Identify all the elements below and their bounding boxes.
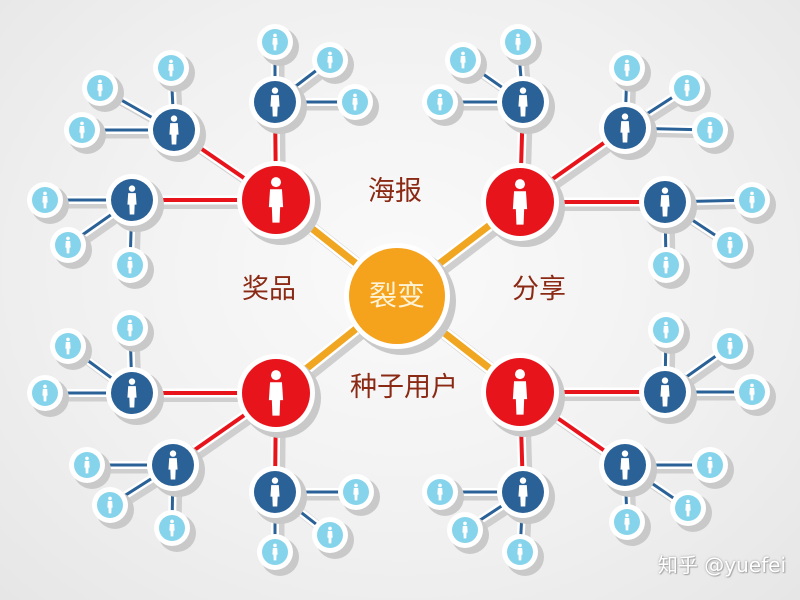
leaf-user-node: [338, 474, 380, 516]
leaf-user-node: [500, 24, 542, 66]
label-seed-users: 种子用户: [350, 372, 458, 403]
leaf-user-node: [609, 504, 651, 546]
seed-user-node: [481, 353, 565, 437]
leaf-user-node: [27, 375, 69, 417]
leaf-user-node: [734, 374, 776, 416]
leaf-user-node: [69, 447, 111, 489]
leaf-user-node: [337, 84, 379, 126]
center-node: [344, 243, 456, 355]
leaf-user-node: [154, 510, 196, 552]
leaf-user-node: [445, 42, 487, 84]
watermark: 知乎 @yuefei: [657, 553, 786, 577]
secondary-user-node: [147, 439, 205, 497]
leaf-user-node: [609, 50, 651, 92]
label-poster: 海报: [368, 176, 422, 207]
secondary-user-node: [639, 366, 697, 424]
secondary-user-node: [249, 76, 307, 134]
leaf-user-node: [312, 517, 354, 559]
leaf-user-node: [734, 182, 776, 224]
label-prize: 奖品: [242, 274, 296, 305]
seed-user-node: [237, 161, 321, 245]
leaf-user-node: [82, 70, 124, 112]
leaf-user-node: [648, 312, 690, 354]
secondary-user-node: [497, 466, 555, 524]
center-label: 裂变: [369, 279, 426, 312]
secondary-user-node: [106, 367, 164, 425]
leaf-user-node: [27, 182, 69, 224]
leaf-user-node: [64, 112, 106, 154]
leaf-user-node: [257, 24, 299, 66]
leaf-user-node: [692, 112, 734, 154]
leaf-user-node: [712, 227, 754, 269]
leaf-user-node: [422, 84, 464, 126]
leaf-user-node: [153, 50, 195, 92]
seed-user-node: [237, 354, 321, 438]
seed-user-node: [481, 163, 565, 247]
leaf-user-node: [692, 447, 734, 489]
secondary-user-node: [249, 466, 307, 524]
leaf-user-node: [312, 42, 354, 84]
secondary-user-node: [599, 102, 657, 160]
secondary-user-node: [599, 439, 657, 497]
leaf-user-node: [50, 328, 92, 370]
secondary-user-node: [639, 176, 697, 234]
leaf-user-node: [712, 328, 754, 370]
label-share: 分享: [512, 274, 566, 305]
leaf-user-node: [112, 247, 154, 289]
leaf-user-node: [648, 247, 690, 289]
leaf-user-node: [112, 310, 154, 352]
leaf-user-node: [92, 487, 134, 529]
leaf-user-node: [669, 70, 711, 112]
leaf-user-node: [670, 490, 712, 532]
leaf-user-node: [257, 534, 299, 576]
secondary-user-node: [106, 174, 164, 232]
leaf-user-node: [502, 534, 544, 576]
secondary-user-node: [497, 76, 555, 134]
leaf-user-node: [447, 512, 489, 554]
secondary-user-node: [148, 104, 206, 162]
leaf-user-node: [50, 227, 92, 269]
leaf-user-node: [422, 474, 464, 516]
